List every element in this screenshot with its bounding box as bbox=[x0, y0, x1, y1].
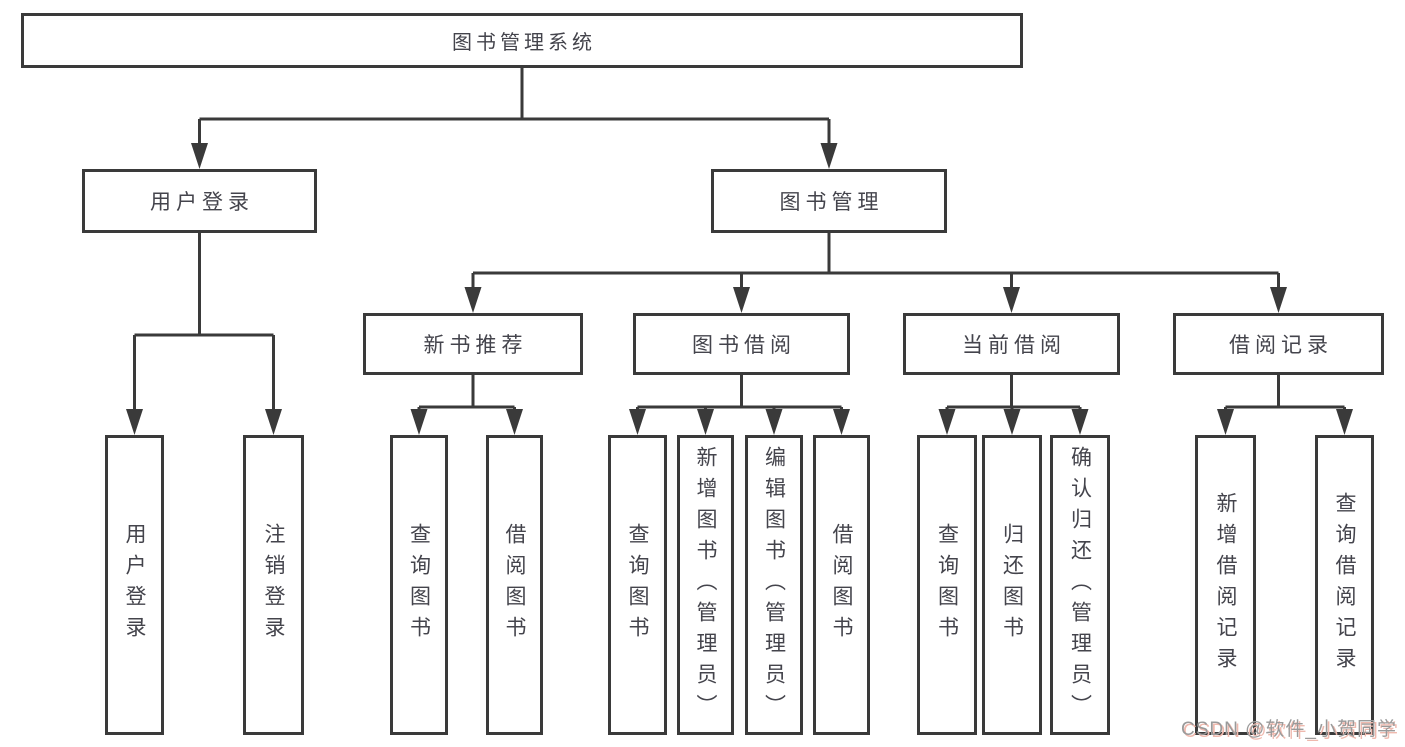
arrowheads bbox=[126, 143, 1353, 435]
node-new-book-recommendation: 新书推荐 bbox=[363, 313, 583, 375]
leaf-label: 归还图书 bbox=[1000, 523, 1024, 647]
node-user-login: 用户登录 bbox=[82, 169, 317, 233]
leaf-label: 用户登录 bbox=[123, 523, 146, 647]
node-current-borrowing: 当前借阅 bbox=[903, 313, 1120, 375]
leaf-label: 新增借阅记录 bbox=[1214, 492, 1237, 678]
leaf-label: 查询图书 bbox=[935, 523, 959, 647]
leaf-label: 编辑图书（管理员） bbox=[762, 445, 786, 725]
node-book-borrowing: 图书借阅 bbox=[633, 313, 850, 375]
leaf-label: 注销登录 bbox=[262, 523, 285, 647]
node-leaf-records-search-record: 查询借阅记录 bbox=[1315, 435, 1374, 735]
leaf-label: 查询图书 bbox=[407, 523, 431, 647]
leaf-label: 借阅图书 bbox=[503, 523, 526, 647]
leaf-label: 确认归还（管理员） bbox=[1068, 445, 1092, 725]
node-leaf-borrow-search-books: 查询图书 bbox=[608, 435, 667, 735]
node-leaf-logout: 注销登录 bbox=[243, 435, 304, 735]
node-leaf-rec-search-books: 查询图书 bbox=[390, 435, 448, 735]
node-leaf-current-return-books: 归还图书 bbox=[982, 435, 1042, 735]
node-leaf-current-search-books: 查询图书 bbox=[917, 435, 977, 735]
leaf-label: 查询图书 bbox=[626, 523, 649, 647]
node-book-management: 图书管理 bbox=[711, 169, 947, 233]
node-leaf-rec-borrow-books: 借阅图书 bbox=[486, 435, 543, 735]
node-leaf-borrow-borrow-books: 借阅图书 bbox=[813, 435, 870, 735]
leaf-label: 查询借阅记录 bbox=[1333, 492, 1356, 678]
node-leaf-user-login: 用户登录 bbox=[105, 435, 164, 735]
node-leaf-records-add-record: 新增借阅记录 bbox=[1195, 435, 1256, 735]
leaf-label: 新增图书（管理员） bbox=[694, 445, 717, 725]
leaf-label: 借阅图书 bbox=[830, 523, 853, 647]
csdn-watermark: CSDN @软件_小贺同学 bbox=[1181, 719, 1397, 740]
node-leaf-borrow-add-books-admin: 新增图书（管理员） bbox=[677, 435, 734, 735]
node-leaf-current-confirm-return-admin: 确认归还（管理员） bbox=[1050, 435, 1110, 735]
node-leaf-borrow-edit-books-admin: 编辑图书（管理员） bbox=[745, 435, 803, 735]
node-library-management-system: 图书管理系统 bbox=[21, 13, 1023, 68]
node-borrowing-records: 借阅记录 bbox=[1173, 313, 1384, 375]
